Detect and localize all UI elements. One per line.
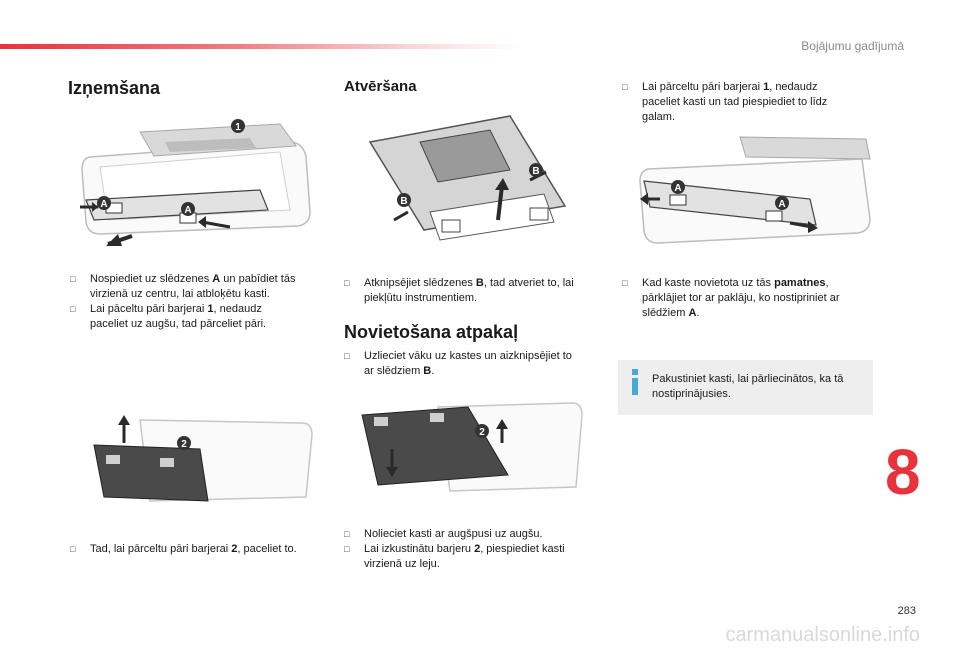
opening-step: Atknipsējiet slēdzenes B, tad atveriet t… [344, 276, 599, 306]
removal-step-1: Nospiediet uz slēdzenes A un pabīdiet tā… [70, 272, 320, 302]
heading-refitting: Novietošana atpakaļ [344, 322, 519, 342]
callout-a-right: A [184, 205, 191, 216]
info-note-text: Pakustiniet kasti, lai pārliecinātos, ka… [652, 373, 844, 400]
final-step-1: Nolieciet kasti ar augšpusi uz augšu. [344, 527, 599, 542]
figure-removal-lift: 2 [93, 415, 313, 502]
watermark: carmanualsonline.info [725, 624, 920, 646]
refitting-step: Uzlieciet vāku uz kastes un aizknipsējie… [344, 349, 599, 379]
final-step-2: Lai izkustinātu barjeru 2, piespiediet k… [344, 542, 599, 572]
figure-refitting: 2 [361, 402, 583, 492]
info-note: Pakustiniet kasti, lai pārliecinātos, ka… [618, 360, 873, 415]
figure-opening: B B [368, 115, 567, 241]
heading-removal: Izņemšana [68, 78, 161, 98]
page-number: 283 [897, 605, 916, 617]
section-title: Bojājumu gadījumā [801, 39, 904, 53]
callout-2-left: 2 [181, 439, 187, 450]
chapter-number: 8 [885, 436, 921, 508]
callout-2-right: 2 [479, 427, 485, 438]
heading-opening: Atvēršana [344, 78, 417, 95]
top-accent-bar [0, 44, 520, 49]
callout-1: 1 [235, 122, 241, 133]
figure-refitting-lock: A A [639, 136, 871, 244]
callout-a-third-left: A [674, 183, 681, 194]
removal-step-3: Tad, lai pārceltu pāri barjerai 2, pacel… [70, 542, 330, 557]
callout-a-third-right: A [778, 199, 785, 210]
removal-steps: Nospiediet uz slēdzenes A un pabīdiet tā… [70, 272, 320, 332]
callout-b-left: B [400, 196, 407, 207]
lock-step: Kad kaste novietota uz tās pamatnes, pār… [622, 276, 877, 321]
callout-a-left: A [100, 199, 107, 210]
refitting-lift-step: Lai pārceltu pāri barjerai 1, nedaudz pa… [622, 80, 877, 125]
info-icon [631, 369, 639, 395]
removal-step-2: Lai pāceltu pāri barjerai 1, nedaudz pac… [70, 302, 320, 332]
final-steps: Nolieciet kasti ar augšpusi uz augšu. La… [344, 527, 599, 572]
figure-removal-unlock: A A 1 [80, 119, 311, 246]
callout-b-right: B [532, 166, 539, 177]
